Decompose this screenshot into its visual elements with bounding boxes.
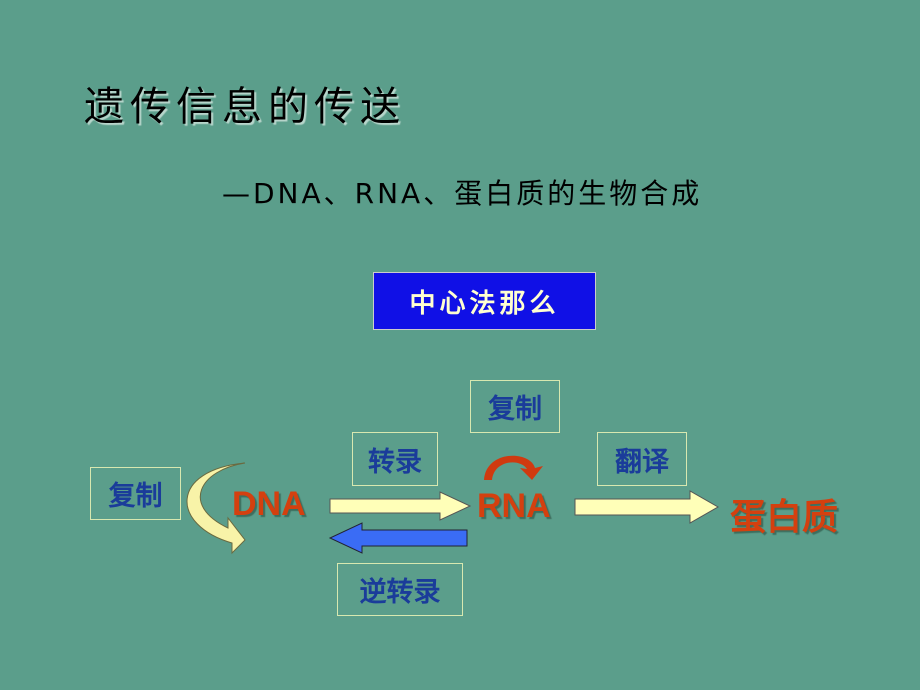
slide-subtitle: —DNA、RNA、蛋白质的生物合成 <box>222 177 703 210</box>
transcription-label: 转录 <box>352 432 438 486</box>
rna-replication-label: 复制 <box>470 380 560 433</box>
reverse-transcription-label: 逆转录 <box>337 563 463 616</box>
reverse-transcription-arrow <box>328 522 468 554</box>
rna-text: RNA <box>477 487 551 525</box>
transcription-arrow <box>329 491 472 521</box>
protein-text: 蛋白质 <box>730 497 839 538</box>
dna-replication-arrow <box>186 462 246 555</box>
rna-replication-arrow <box>484 455 543 480</box>
slide-title: 遗传信息的传送 <box>84 84 406 130</box>
dna-text: DNA <box>232 485 306 523</box>
translation-label: 翻译 <box>597 432 687 486</box>
dna-replication-label: 复制 <box>90 467 181 520</box>
central-dogma-heading: 中心法那么 <box>373 272 596 330</box>
translation-arrow <box>574 490 720 524</box>
